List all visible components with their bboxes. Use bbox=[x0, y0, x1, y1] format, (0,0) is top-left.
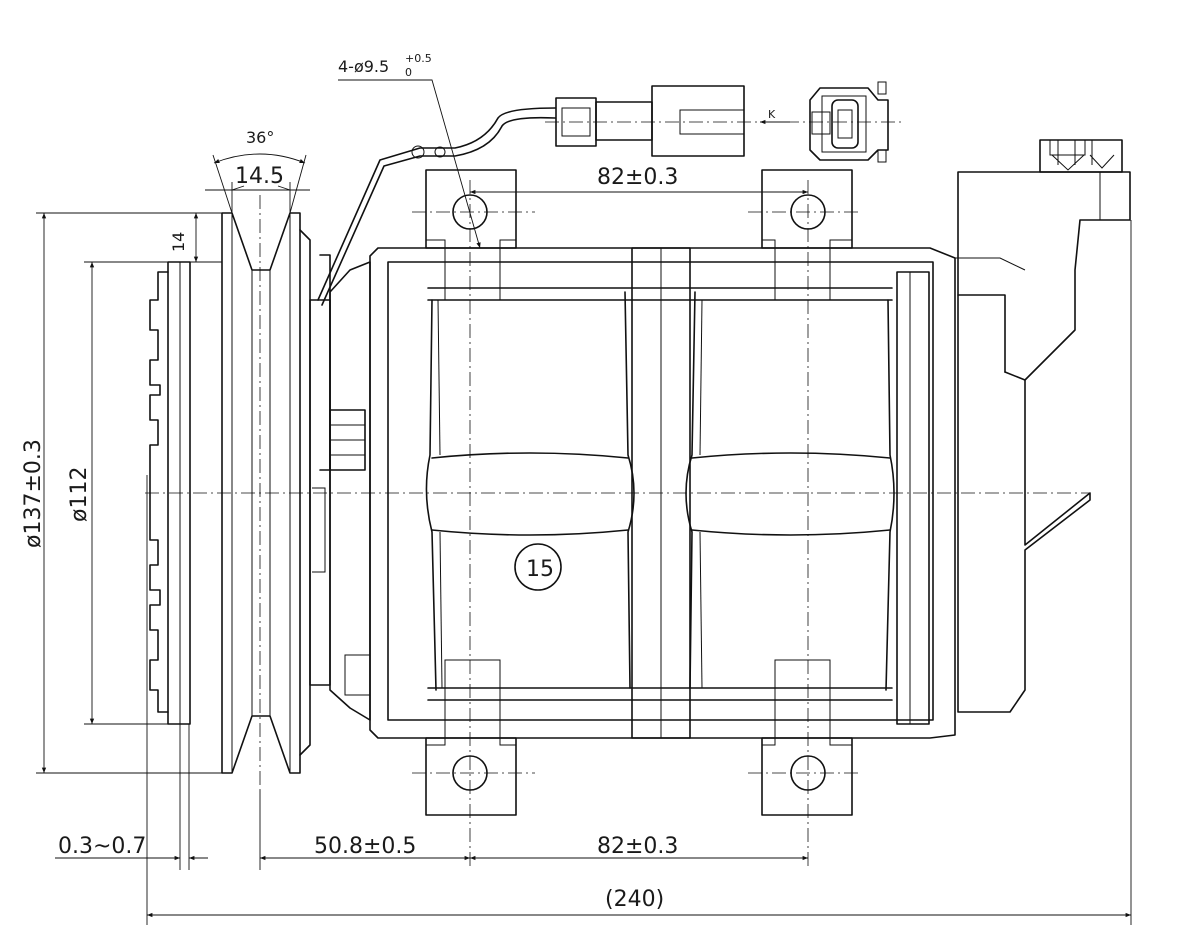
bottom-bolt-spacing-label: 82±0.3 bbox=[597, 834, 678, 859]
inner-diameter-label: ø112 bbox=[67, 467, 92, 522]
dimension-labels: 4-ø9.5 +0.5 0 K 36° 14.5 14 82±0.3 ø137±… bbox=[21, 52, 776, 912]
connector-view-k bbox=[809, 81, 889, 163]
hole-tolerance-upper: +0.5 bbox=[405, 52, 432, 65]
front-housing bbox=[309, 254, 371, 721]
compressor-body bbox=[369, 247, 956, 739]
pulley bbox=[221, 212, 311, 774]
hole-tolerance-lower: 0 bbox=[405, 66, 412, 79]
part-number-label: 15 bbox=[526, 557, 554, 582]
dimensions bbox=[36, 79, 1132, 925]
clutch-plate bbox=[149, 261, 191, 725]
clutch-gap-label: 0.3~0.7 bbox=[58, 834, 146, 859]
angle-label: 36° bbox=[246, 128, 274, 147]
mounting-ears bbox=[425, 169, 853, 816]
pulley-to-bolt-label: 50.8±0.5 bbox=[314, 834, 416, 859]
groove-width-label: 14.5 bbox=[235, 164, 284, 189]
wire-harness bbox=[317, 85, 745, 306]
hole-spec-label: 4-ø9.5 bbox=[338, 57, 389, 76]
view-marker-label: K bbox=[768, 108, 776, 121]
overall-length-label: (240) bbox=[605, 887, 664, 912]
top-bolt-spacing-label: 82±0.3 bbox=[597, 165, 678, 190]
part-balloon bbox=[514, 543, 562, 591]
groove-offset-label: 14 bbox=[169, 232, 188, 252]
outer-diameter-label: ø137±0.3 bbox=[21, 439, 46, 548]
rear-head bbox=[955, 139, 1131, 713]
centerlines bbox=[145, 121, 1090, 870]
